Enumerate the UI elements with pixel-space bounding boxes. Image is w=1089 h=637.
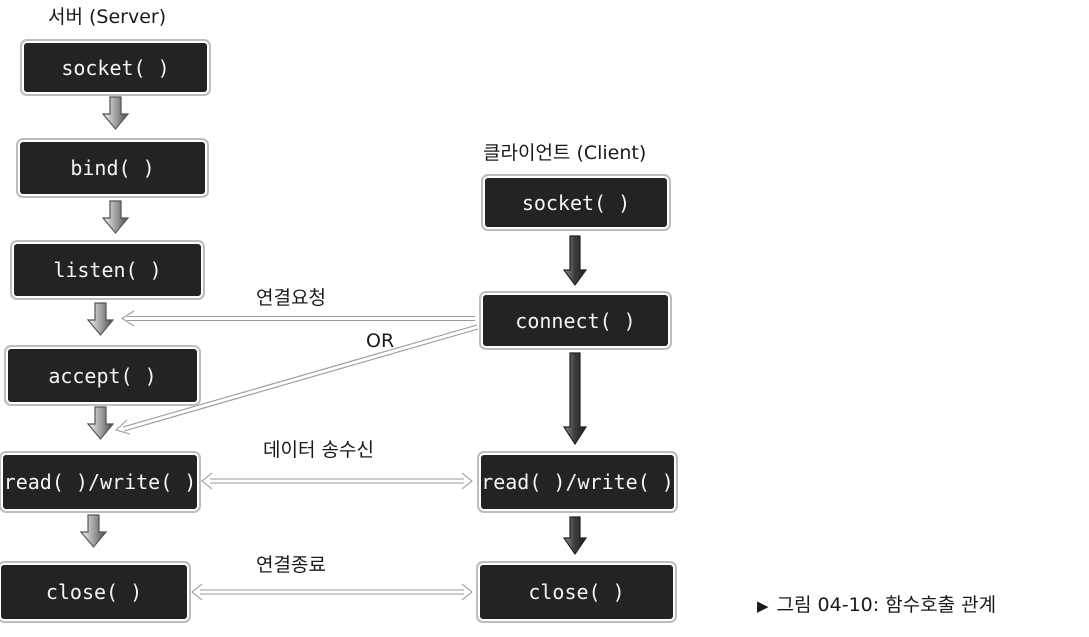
client-flow-arrow — [562, 516, 588, 556]
triangle-marker-icon: ▶ — [757, 597, 769, 615]
server-flow-arrow — [101, 200, 130, 234]
figure-caption-text: 그림 04-10: 함수호출 관계 — [776, 594, 997, 616]
client-flow-arrow — [562, 235, 588, 287]
server-bind-box: bind( ) — [20, 142, 205, 194]
or-label: OR — [366, 330, 395, 352]
client-socket-box: socket( ) — [485, 178, 667, 227]
server-flow-arrow — [101, 96, 130, 130]
server-flow-arrow — [79, 514, 108, 548]
server-flow-arrow — [86, 302, 115, 336]
client-connect-box: connect( ) — [483, 295, 668, 346]
server-accept-box: accept( ) — [8, 349, 197, 402]
server-close-box: close( ) — [1, 565, 187, 619]
close-connection-arrow — [191, 583, 473, 601]
data-transfer-label: 데이터 송수신 — [263, 439, 374, 461]
client-flow-arrow — [562, 352, 588, 446]
server-heading: 서버 (Server) — [48, 6, 167, 28]
client-close-box: close( ) — [480, 565, 673, 619]
server-socket-box: socket( ) — [24, 43, 207, 92]
data-transfer-arrow — [201, 472, 473, 490]
figure-caption: ▶ 그림 04-10: 함수호출 관계 — [757, 596, 996, 615]
client-heading: 클라이언트 (Client) — [483, 142, 647, 164]
connect-request-label: 연결요청 — [256, 287, 326, 309]
client-read-write-box: read( )/write( ) — [481, 455, 674, 509]
server-listen-box: listen( ) — [14, 244, 201, 296]
server-flow-arrow — [86, 406, 115, 440]
close-connection-label: 연결종료 — [256, 554, 326, 576]
connect-request-arrow — [120, 310, 475, 327]
connect-or-arrow — [114, 324, 479, 435]
server-read-write-box: read( )/write( ) — [3, 455, 197, 509]
